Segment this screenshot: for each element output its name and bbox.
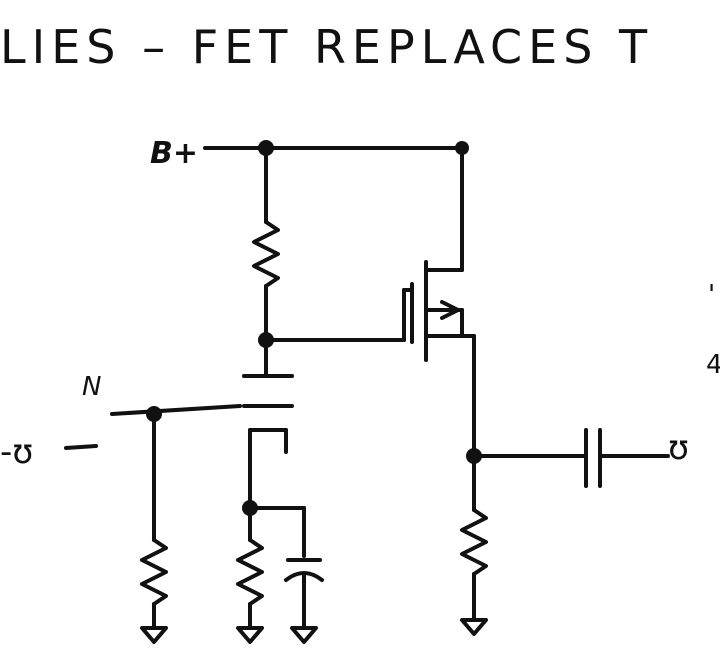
supply-label: B+ [150, 136, 199, 171]
input-network [64, 404, 242, 644]
bias-resistor-top [252, 146, 280, 348]
edge-mark-upper: ' [708, 280, 716, 310]
mosfet-symbol [402, 146, 476, 458]
output-signal-label: ʊ [668, 428, 690, 468]
diagram-heading: LIES – FET REPLACES T [0, 20, 654, 74]
source-resistor [460, 454, 488, 636]
supply-rail [203, 140, 469, 156]
edge-mark-lower: 4 [706, 350, 720, 380]
input-transistor [242, 374, 294, 510]
input-signal-label: -ʊ [0, 432, 34, 472]
output-stage [466, 428, 670, 488]
gate-wire [264, 338, 406, 378]
input-mark-label: N [82, 372, 102, 402]
emitter-network [236, 500, 324, 644]
